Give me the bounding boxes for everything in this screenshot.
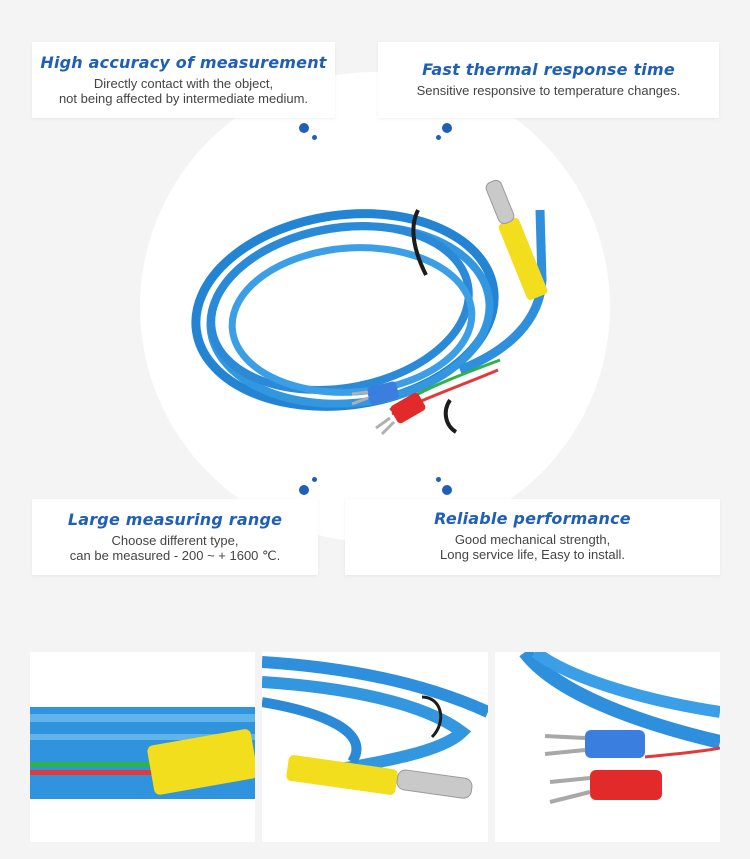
feature-title: High accuracy of measurement	[40, 53, 327, 72]
feature-description: Choose different type, can be measured -…	[32, 533, 318, 563]
feature-card-reliable-performance: Reliable performance Good mechanical str…	[345, 499, 720, 575]
feature-description: Good mechanical strength, Long service l…	[345, 532, 720, 562]
feature-card-accuracy: High accuracy of measurement Directly co…	[32, 42, 335, 118]
connector-dot-icon	[312, 477, 317, 482]
connector-dot-icon	[442, 485, 452, 495]
probe-tip-image	[262, 656, 488, 799]
feature-title: Fast thermal response time	[422, 60, 675, 79]
feature-card-measuring-range: Large measuring range Choose different t…	[32, 499, 318, 575]
feature-description: Directly contact with the object, not be…	[32, 76, 335, 106]
thermocouple-product-image	[191, 179, 548, 436]
connector-dot-icon	[312, 135, 317, 140]
cable-closeup-image	[30, 707, 255, 799]
feature-title: Large measuring range	[67, 510, 283, 529]
terminals-image	[519, 652, 720, 804]
feature-description-line: Sensitive responsive to temperature chan…	[416, 83, 681, 98]
connector-dot-icon	[436, 477, 441, 482]
feature-description-line: Long service life, Easy to install.	[440, 547, 625, 562]
feature-description-line: can be measured - 200 ~ + 1600 ℃.	[69, 548, 281, 563]
connector-dot-icon	[442, 123, 452, 133]
feature-description: Sensitive responsive to temperature chan…	[378, 83, 719, 98]
feature-card-response-time: Fast thermal response time Sensitive res…	[378, 42, 719, 118]
feature-description-line: Choose different type,	[111, 533, 239, 548]
connector-dot-icon	[436, 135, 441, 140]
feature-description-line: not being affected by intermediate mediu…	[58, 91, 309, 106]
thumbnail-terminals	[495, 652, 720, 842]
feature-description-line: Good mechanical strength,	[454, 532, 611, 547]
connector-dot-icon	[299, 485, 309, 495]
thumbnail-probe-tip	[262, 652, 488, 842]
thumbnail-cable-closeup	[30, 652, 255, 842]
feature-description-line: Directly contact with the object,	[93, 76, 274, 91]
connector-dot-icon	[299, 123, 309, 133]
feature-title: Reliable performance	[434, 509, 631, 528]
